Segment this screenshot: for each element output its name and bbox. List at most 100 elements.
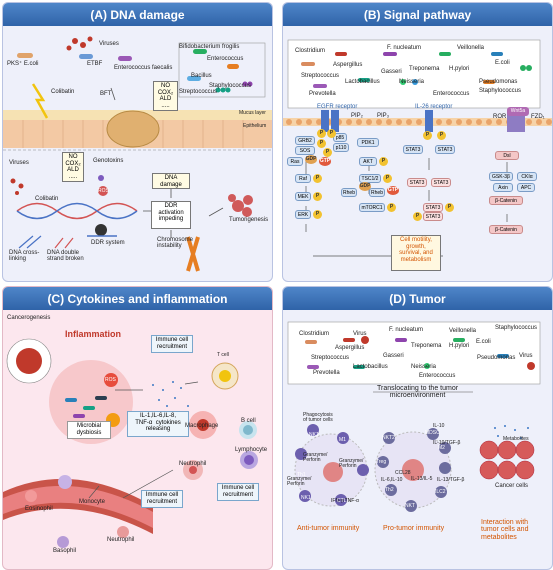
phagocytosis-label: Phagocytosis of tumor cells: [303, 412, 333, 424]
th2-label: Th2: [385, 487, 394, 493]
grb2-node: GRB2: [295, 136, 315, 145]
translocating-label: Translocating to the tumor microenvironm…: [377, 385, 459, 400]
tcell-label: T cell: [217, 352, 229, 358]
neutrophil-label-2: Neutrophil: [107, 537, 135, 543]
gtp-node-1: GTP: [319, 157, 331, 166]
microbe-neisseria: Neisseria: [399, 79, 425, 85]
pdk1-node: PDK1: [357, 138, 379, 147]
microbe-hpylori: H.pylori: [449, 66, 470, 72]
ddr-system-label: DDR system: [91, 240, 125, 246]
immune-recruitment-box-3: Immune cell recruitment: [217, 483, 259, 501]
ros-label-c: ROS: [105, 377, 116, 383]
viruses-label-a1: Viruses: [99, 41, 119, 47]
m2-label: M2: [438, 445, 445, 451]
d-microbe-ecoli: E.coli: [476, 339, 491, 345]
microbe-gasseri: Gasseri: [381, 69, 402, 75]
panel-d-illustration: [287, 321, 541, 512]
d-microbe-enterococcus: Enterococcus: [419, 373, 456, 379]
phospho-mtorc1: P: [387, 203, 396, 212]
nk1-label-1: NK1: [309, 432, 319, 438]
tumor-icon: [16, 348, 42, 374]
chromosome-instability-label: Chromosome instability: [157, 237, 194, 250]
tumor-icon: [323, 462, 343, 482]
ccl28-label: CCL28: [395, 470, 411, 476]
interaction-label: Interaction with tumor cells and metabol…: [481, 519, 529, 541]
d-microbe-prevotella: Prevotella: [313, 370, 340, 376]
microbe-clostridium: Clostridium: [295, 48, 326, 54]
mdsc-label: MDSC: [425, 430, 440, 436]
d-microbe-veillonella: Veillonella: [449, 328, 477, 334]
dna-damage-box: DNA damage: [152, 173, 190, 189]
cancer-cells-label: Cancer cells: [495, 483, 529, 489]
neutrophil-label-1: Neutrophil: [179, 461, 207, 467]
il26-receptor-label: IL-26 receptor: [415, 104, 453, 110]
panel-dna-damage: (A) DNA damage: [2, 2, 273, 282]
microbe-fnucleatum: F. nucleatum: [387, 45, 422, 51]
immune-recruitment-box-2: Immune cell recruitment: [141, 490, 183, 508]
fzd-label: FZD₁: [531, 114, 545, 120]
stat3-node-1: STAT3: [403, 145, 423, 154]
ilc2-label: ILC2: [435, 489, 446, 495]
mtorc1-node: mTORC1: [359, 203, 385, 212]
microbe-lactobacillus: Lactobacillus: [345, 79, 380, 85]
colibatin-label-2: Colibatin: [35, 196, 59, 202]
beta-catenin-node-1: β-Catenin: [489, 196, 523, 205]
d-microbe-neisseria: Neisseria: [411, 364, 437, 370]
viruses-label-a2: Viruses: [9, 160, 29, 166]
d-microbe-virus-1: Virus: [353, 331, 367, 337]
sos-node: SOS: [295, 146, 315, 155]
tumor-cluster-icon: [228, 194, 253, 217]
outcome-box: Cell motility, growth, survival, and met…: [391, 235, 441, 271]
immune-recruitment-box-1: Immune cell recruitment: [151, 335, 193, 353]
phospho-egfr-4: P: [323, 148, 332, 157]
microbial-dysbiosis-box: Microbial dysbiosis: [67, 421, 111, 439]
il6-il10-label: IL-6,IL-10: [381, 477, 403, 483]
th1-label: Th1: [297, 472, 306, 478]
microbe-prevotella: Prevotella: [309, 91, 336, 97]
treg-label: Treg: [376, 459, 387, 465]
metabolites-label: Metabolites: [503, 436, 529, 442]
stat3-node-4: STAT3: [431, 178, 451, 187]
stat3-node-5: STAT3: [423, 203, 443, 212]
nkt-label: NKT: [405, 503, 415, 509]
m1-label: M1: [339, 437, 346, 443]
panel-d-title: (D) Tumor: [283, 287, 552, 310]
colibatin-label-1: Colibatin: [51, 89, 75, 95]
tsc-node: TSC1/2: [359, 174, 381, 183]
pks-ecoli-label: PKS⁺ E.coli: [7, 61, 39, 67]
phospho-il26-2: P: [437, 131, 446, 140]
bacteria-icon: [301, 52, 532, 88]
phospho-il26-1: P: [423, 131, 432, 140]
etbf-label: ETBF: [87, 61, 103, 67]
microbe-aspergillus: Aspergillus: [333, 62, 363, 68]
chromosome-icon: [186, 236, 200, 272]
nkt2-label: NKT2: [382, 435, 395, 441]
d-microbe-clostridium: Clostridium: [299, 331, 330, 337]
axin-node: Axin: [493, 183, 513, 192]
cki-node: CKIα: [517, 172, 537, 181]
tumor-icon: [106, 110, 160, 148]
bcell-label: B cell: [241, 418, 256, 424]
dna-helix-icon: [16, 202, 138, 220]
gsk-node: GSK-3β: [489, 172, 513, 181]
eosinophil-label: Eosinophil: [25, 506, 53, 512]
ifn-label: IFN-γ/TNF-α: [331, 498, 359, 504]
panel-b-illustration: [283, 39, 552, 257]
d-microbe-gasseri: Gasseri: [383, 353, 404, 359]
pro-tumor-label: Pro-tumor immunity: [383, 525, 445, 532]
panel-signal-pathway: (B) Signal pathway: [282, 2, 553, 282]
microbe-staphylococcus: Staphylococcus: [479, 88, 522, 94]
panel-c-title: (C) Cytokines and inflammation: [3, 287, 272, 310]
epithelium-label: Epithelium: [243, 123, 267, 129]
microbe-veillonella: Veillonella: [457, 45, 485, 51]
microbe-streptococcus: Streptococcus: [301, 73, 340, 79]
il13-il5-label: IL-13/IL-5: [411, 476, 433, 482]
granzyme-label-1: Granzyme/ Perforin: [303, 452, 328, 464]
gdp-node-2: GDP: [359, 182, 371, 191]
phospho-erk: P: [313, 210, 322, 219]
phospho-stat3-1: P: [445, 203, 454, 212]
ras-node: Ras: [287, 157, 303, 166]
tumor-icon: [402, 459, 424, 481]
dsh-node: Dsl: [495, 151, 519, 160]
bifidobacterium-label: Bifidobacterium frogilis: [179, 44, 240, 50]
